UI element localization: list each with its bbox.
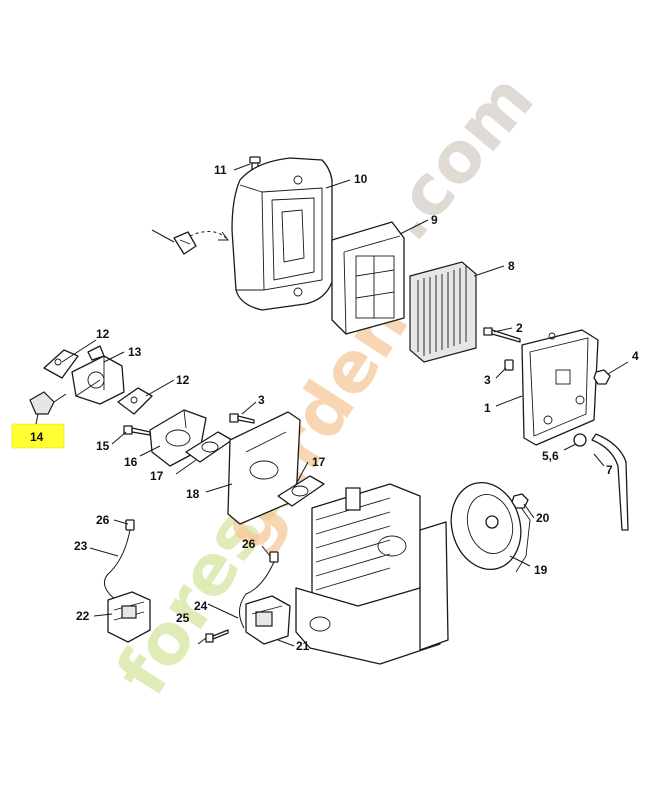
highlight-box-14 (11, 423, 65, 449)
part-gasket-12b (117, 387, 153, 415)
part-ignition-22 (107, 591, 151, 643)
part-backplate-1 (521, 329, 599, 446)
label-13: 13 (128, 345, 142, 359)
part-wire-24 (239, 561, 275, 629)
label-3-right: 3 (484, 373, 491, 387)
label-1: 1 (484, 401, 491, 415)
label-17-right: 17 (312, 455, 326, 469)
label-16: 16 (124, 455, 138, 469)
label-10: 10 (354, 172, 368, 186)
label-8: 8 (508, 259, 515, 273)
label-5-6: 5,6 (542, 449, 559, 463)
label-2: 2 (516, 321, 523, 335)
part-filter-element-8 (409, 261, 477, 363)
part-filter-housing-10 (231, 157, 333, 311)
part-screw-3-right (504, 359, 514, 371)
part-plug-26b (269, 551, 279, 563)
part-wire-23 (103, 529, 131, 601)
part-knob-14 (29, 391, 67, 415)
part-screw-15 (123, 425, 151, 436)
part-hose-7 (591, 433, 629, 531)
part-coil-21 (245, 595, 291, 645)
part-clip (173, 231, 229, 255)
label-19: 19 (534, 563, 548, 577)
label-20: 20 (536, 511, 550, 525)
part-nut-5-6 (573, 433, 587, 447)
label-3-left: 3 (258, 393, 265, 407)
part-carburetor-13 (71, 345, 125, 405)
label-11: 11 (214, 163, 227, 177)
part-flywheel-19 (450, 481, 531, 573)
part-filter-frame-9 (331, 221, 405, 335)
part-engine-block (295, 483, 449, 665)
label-18: 18 (186, 487, 200, 501)
label-26-right: 26 (242, 537, 256, 551)
part-screw-2 (483, 327, 521, 343)
part-gasket-17b (277, 475, 325, 507)
leader-lines (61, 163, 629, 647)
label-25: 25 (176, 611, 190, 625)
label-24: 24 (194, 599, 208, 613)
part-labels: 11 10 9 8 2 4 3 1 5,6 7 12 13 12 14 3 15… (30, 163, 639, 653)
label-4: 4 (632, 349, 639, 363)
label-15: 15 (96, 439, 110, 453)
leader-14 (35, 413, 39, 425)
part-screw-3-left (229, 413, 255, 424)
label-9: 9 (431, 213, 438, 227)
part-plug-26a (125, 519, 135, 531)
label-23: 23 (74, 539, 88, 553)
label-14: 14 (30, 430, 44, 444)
label-12-right: 12 (176, 373, 190, 387)
label-26-left: 26 (96, 513, 110, 527)
label-17-left: 17 (150, 469, 164, 483)
part-nut-4 (593, 369, 611, 385)
label-21: 21 (296, 639, 310, 653)
label-22: 22 (76, 609, 90, 623)
label-12-top: 12 (96, 327, 110, 341)
label-7: 7 (606, 463, 613, 477)
